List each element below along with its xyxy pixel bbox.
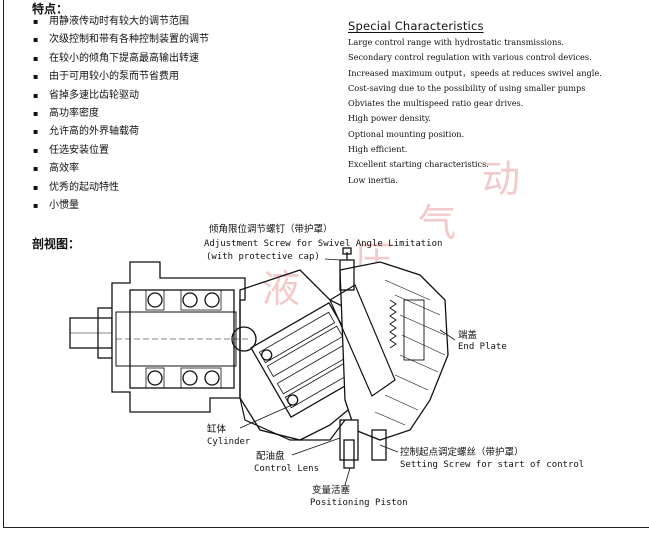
special-item: Increased maximum output，speeds at reduc… xyxy=(348,67,602,78)
adjust-screw-label-en2: (with protective cap) xyxy=(206,252,320,262)
feature-item: ▪ 小惯量 xyxy=(33,197,209,215)
feature-item: ▪ 在较小的倾角下提高最高输出转速 xyxy=(33,50,209,68)
special-item: Large control range with hydrostatic tra… xyxy=(348,37,565,47)
watermark-char: 动 xyxy=(482,157,521,201)
special-item: High efficient. xyxy=(348,144,408,155)
feature-text: 在较小的倾角下提高最高输出转速 xyxy=(49,52,199,64)
bullet-icon: ▪ xyxy=(33,17,39,26)
feature-text: 小惯量 xyxy=(49,199,79,211)
feature-item: ▪ 用静液传动时有较大的调节范围 xyxy=(33,13,209,31)
feature-text: 次级控制和带有各种控制装置的调节 xyxy=(49,34,209,46)
bullet-icon: ▪ xyxy=(33,145,39,155)
bullet-icon: ▪ xyxy=(33,90,39,100)
features-list: ▪ 用静液传动时有较大的调节范围 ▪ 次级控制和带有各种控制装置的调节 ▪ 在较小的倾角下… xyxy=(33,13,209,215)
special-list: Large control range with hydrostatic tra… xyxy=(348,35,602,188)
feature-text: 用静液传动时有较大的调节范围 xyxy=(49,16,189,27)
cylinder-label-cn: 缸体 xyxy=(207,424,227,435)
bullet-icon: ▪ xyxy=(33,35,39,45)
feature-text: 高功率密度 xyxy=(49,107,99,119)
control-lens-label-en: Control Lens xyxy=(254,464,320,474)
setting-screw-label-en: Setting Screw for start of control xyxy=(400,460,585,470)
feature-text: 允许高的外界轴载荷 xyxy=(49,126,139,138)
cylinder-label-en: Cylinder xyxy=(207,437,251,447)
section-heading: 剖视图： xyxy=(32,237,81,251)
bullet-icon: ▪ xyxy=(33,164,39,174)
feature-item: ▪ 由于可用较小的泵而节省费用 xyxy=(33,68,209,86)
watermark-char: 液 xyxy=(262,267,301,311)
setting-screw-label-cn: 控制起点调定螺丝（带护罩） xyxy=(400,447,524,458)
special-item: Low inertia. xyxy=(348,174,399,185)
feature-item: ▪ 高效率 xyxy=(33,160,209,178)
control-lens-label-cn: 配油盘 xyxy=(256,451,285,462)
end-plate-label-en: End Plate xyxy=(458,342,507,352)
adjust-screw-label-en: Adjustment Screw for Swivel Angle Limita… xyxy=(204,239,443,249)
special-item: Excellent starting characteristics. xyxy=(348,159,489,170)
special-item: Obviates the multispeed ratio gear drive… xyxy=(348,98,524,109)
end-plate-label-cn: 端盖 xyxy=(458,330,478,341)
bullet-icon: ▪ xyxy=(33,72,39,82)
positioning-piston-label-cn: 变量活塞 xyxy=(312,485,351,496)
feature-item: ▪ 高功率密度 xyxy=(33,105,209,123)
bullet-icon: ▪ xyxy=(33,108,39,118)
bullet-icon: ▪ xyxy=(33,200,39,210)
feature-text: 省掉多速比齿轮驱动 xyxy=(49,89,139,101)
positioning-piston-label-en: Positioning Piston xyxy=(310,498,408,508)
bullet-icon: ▪ xyxy=(33,127,39,137)
special-item: Optional mounting position. xyxy=(348,128,465,139)
feature-text: 优秀的起动特性 xyxy=(49,181,119,193)
feature-item: ▪ 次级控制和带有各种控制装置的调节 xyxy=(33,31,209,49)
special-item: Secondary control regulation with variou… xyxy=(348,52,592,63)
feature-text: 由于可用较小的泵而节省费用 xyxy=(49,71,179,83)
page-border-left xyxy=(3,0,4,528)
special-item: Cost-saving due to the possibility of us… xyxy=(348,82,586,93)
bullet-icon: ▪ xyxy=(33,53,39,63)
feature-item: ▪ 任选安装位置 xyxy=(33,142,209,160)
special-item: High power density. xyxy=(348,113,432,124)
adjust-screw-label-cn: 倾角限位调节螺钉（带护罩） xyxy=(209,224,333,235)
feature-item: ▪ 优秀的起动特性 xyxy=(33,179,209,197)
feature-item: ▪ 省掉多速比齿轮驱动 xyxy=(33,87,209,105)
bullet-icon: ▪ xyxy=(33,182,39,192)
feature-text: 任选安装位置 xyxy=(49,144,109,156)
watermark-char: 气 xyxy=(418,201,457,245)
feature-item: ▪ 允许高的外界轴载荷 xyxy=(33,123,209,141)
features-heading: 特点： xyxy=(32,2,69,16)
page-border-bottom xyxy=(3,527,649,528)
special-title: Special Characteristics xyxy=(348,19,484,33)
feature-text: 高效率 xyxy=(49,163,79,175)
